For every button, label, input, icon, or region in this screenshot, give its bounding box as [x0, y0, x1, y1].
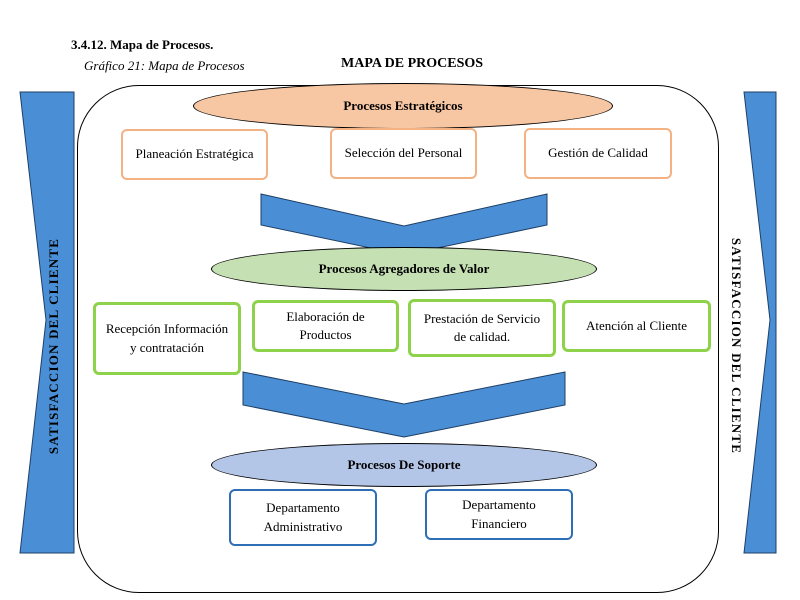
process-box-recepcion: Recepción Información y contratación: [93, 302, 241, 375]
process-box-administrativo: Departamento Administrativo: [229, 489, 377, 546]
process-box-financiero: Departamento Financiero: [425, 489, 573, 540]
figure-caption: Gráfico 21: Mapa de Procesos: [84, 58, 245, 73]
strategic-processes-title: Procesos Estratégicos: [343, 98, 463, 113]
left-side-arrow: [19, 91, 75, 554]
diagram-title: MAPA DE PROCESOS: [341, 56, 484, 71]
section-heading: 3.4.12. Mapa de Procesos.: [71, 37, 214, 52]
process-box-elaboracion: Elaboración de Productos: [252, 300, 399, 352]
process-label: Prestación de Servicio de calidad.: [423, 310, 541, 344]
process-box-seleccion: Selección del Personal: [330, 128, 477, 179]
value-processes-oval: Procesos Agregadores de Valor: [211, 247, 597, 291]
process-label: Selección del Personal: [344, 145, 463, 161]
process-label: Atención al Cliente: [585, 317, 688, 333]
process-label: Elaboración de Productos: [286, 308, 365, 342]
side-label-left: SATISFACCION DEL CLIENTE: [46, 238, 61, 454]
support-processes-title: Procesos De Soporte: [347, 457, 461, 472]
down-arrow-1: [260, 193, 548, 256]
process-box-atencion: Atención al Cliente: [562, 300, 711, 352]
process-label: Departamento Financiero: [462, 497, 536, 531]
process-label: Recepción Información y contratación: [105, 321, 229, 355]
process-box-prestacion: Prestación de Servicio de calidad.: [408, 299, 556, 357]
process-label: Departamento Administrativo: [263, 500, 343, 534]
support-processes-oval: Procesos De Soporte: [211, 443, 597, 487]
strategic-processes-oval: Procesos Estratégicos: [193, 83, 613, 129]
side-label-right: SATISFACCION DEL CLIENTE: [729, 238, 744, 454]
right-side-arrow: [743, 91, 777, 554]
down-arrow-2: [242, 371, 566, 438]
process-box-planeacion: Planeación Estratégica: [121, 129, 268, 180]
value-processes-title: Procesos Agregadores de Valor: [318, 261, 490, 276]
process-box-gestion-calidad: Gestión de Calidad: [524, 128, 672, 179]
process-label: Planeación Estratégica: [135, 146, 254, 162]
process-label: Gestión de Calidad: [548, 145, 648, 161]
